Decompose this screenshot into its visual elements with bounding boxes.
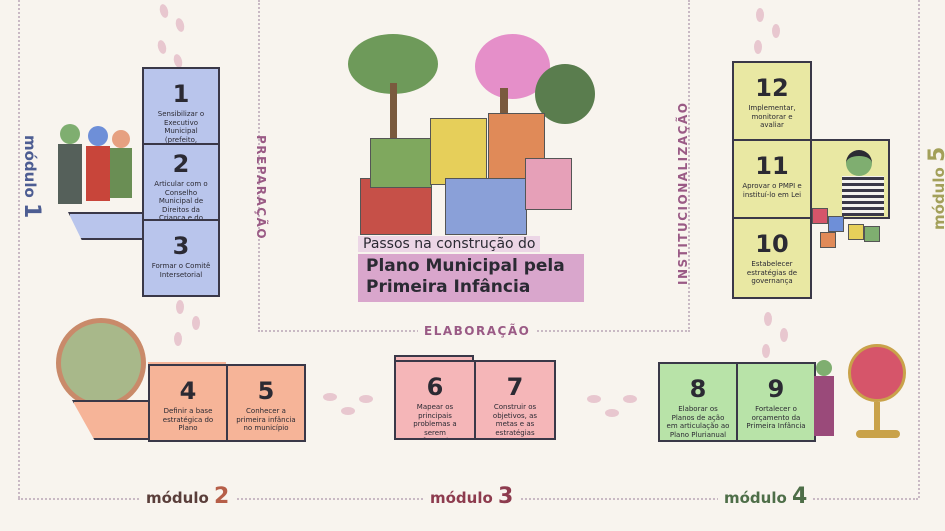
block-icon bbox=[812, 208, 828, 224]
footprint-icon bbox=[756, 8, 764, 22]
magnifier-illustration bbox=[56, 318, 146, 408]
globe-icon bbox=[848, 344, 906, 402]
footprint-icon bbox=[192, 316, 200, 330]
step-2-text: Articular com o Conselho Municipal de Di… bbox=[154, 180, 208, 221]
module-5-label: módulo 5 bbox=[925, 147, 945, 230]
module-3-label: módulo 3 bbox=[424, 484, 520, 509]
footprint-icon bbox=[359, 395, 373, 403]
step-7-text: Construir os objetivos, as metas e as es… bbox=[492, 403, 538, 437]
step-7-box: 7 Construir os objetivos, as metas e as … bbox=[474, 360, 556, 440]
step-8-box: 8 Elaborar os Planos de ação em articula… bbox=[658, 362, 738, 442]
child-figure bbox=[816, 360, 832, 376]
footprint-icon bbox=[605, 409, 619, 417]
footprint-icon bbox=[156, 39, 168, 55]
step-2-box: 2 Articular com o Conselho Municipal de … bbox=[142, 143, 220, 221]
child-figure bbox=[60, 124, 80, 144]
step-5-box: 5 Conhecer a primeira infância no municí… bbox=[226, 364, 306, 442]
footprint-icon bbox=[762, 344, 770, 358]
module-2-flap bbox=[72, 400, 152, 440]
footprint-icon bbox=[174, 17, 186, 33]
box-yellow bbox=[430, 118, 487, 185]
step-12-text: Implementar, monitorar e avaliar bbox=[748, 104, 796, 129]
frame-left-line bbox=[18, 0, 20, 498]
step-1-text: Sensibilizar o Executivo Municipal (pref… bbox=[157, 110, 205, 144]
footprint-icon bbox=[158, 3, 170, 19]
step-6-box: 6 Mapear os principais problemas a serem… bbox=[394, 360, 476, 440]
step-10-text: Estabelecer estratégias de governança bbox=[746, 260, 798, 285]
step-12-number: 12 bbox=[755, 74, 789, 102]
step-5-text: Conhecer a primeira infância no municípi… bbox=[236, 407, 296, 432]
block-icon bbox=[848, 224, 864, 240]
step-10-box: 10 Estabelecer estratégias de governança bbox=[732, 217, 812, 299]
box-blue bbox=[445, 178, 527, 235]
module-1-flap bbox=[68, 212, 144, 240]
title-band: Plano Municipal pela Primeira Infância bbox=[358, 254, 584, 302]
title-line-2: Plano Municipal pela bbox=[366, 256, 565, 276]
block-icon bbox=[828, 216, 844, 232]
step-11-box: 11 Aprovar o PMPI e instituí-lo em Lei bbox=[732, 139, 812, 219]
step-4-number: 4 bbox=[179, 377, 197, 405]
step-6-text: Mapear os principais problemas a serem e… bbox=[413, 403, 457, 438]
blocks-illustration bbox=[808, 146, 894, 258]
step-9-box: 9 Fortalecer o orçamento da Primeira Inf… bbox=[736, 362, 816, 442]
block-icon bbox=[864, 226, 880, 242]
box-green bbox=[370, 138, 432, 188]
step-9-number: 9 bbox=[767, 375, 785, 403]
globe-illustration bbox=[812, 338, 922, 448]
phase-elaboracao-label: ELABORAÇÃO bbox=[418, 324, 537, 338]
step-4-text: Definir a base estratégica do Plano bbox=[162, 407, 214, 432]
child-figure bbox=[112, 130, 130, 148]
step-11-text: Aprovar o PMPI e instituí-lo em Lei bbox=[742, 182, 802, 199]
title-line-3: Primeira Infância bbox=[366, 277, 531, 297]
module-1-label: módulo 1 bbox=[19, 135, 44, 219]
footprint-icon bbox=[754, 40, 762, 54]
footprint-icon bbox=[176, 300, 184, 314]
tree-trunk bbox=[390, 83, 397, 143]
step-1-box: 1 Sensibilizar o Executivo Municipal (pr… bbox=[142, 67, 220, 145]
step-4-box: 4 Definir a base estratégica do Plano bbox=[148, 364, 228, 442]
step-3-text: Formar o Comitê Intersetorial bbox=[151, 262, 211, 279]
central-illustration bbox=[340, 28, 595, 243]
step-12-box: 12 Implementar, monitorar e avaliar bbox=[732, 61, 812, 141]
footprint-icon bbox=[772, 24, 780, 38]
children-illustration bbox=[52, 120, 142, 215]
title-block: Passos na construção do Plano Municipal … bbox=[358, 233, 584, 302]
step-1-number: 1 bbox=[172, 80, 190, 108]
module-2-label: módulo 2 bbox=[140, 484, 236, 509]
step-11-number: 11 bbox=[755, 152, 789, 180]
block-icon bbox=[820, 232, 836, 248]
footprint-icon bbox=[174, 332, 182, 346]
footprint-icon bbox=[587, 395, 601, 403]
tree-green-right bbox=[535, 64, 595, 124]
step-6-number: 6 bbox=[426, 373, 444, 401]
footprint-icon bbox=[341, 407, 355, 415]
step-9-text: Fortalecer o orçamento da Primeira Infân… bbox=[746, 405, 806, 430]
step-8-text: Elaborar os Planos de ação em articulaçã… bbox=[666, 405, 730, 439]
footprint-icon bbox=[780, 328, 788, 342]
module-4-label: módulo 4 bbox=[718, 484, 814, 509]
child-figure bbox=[846, 150, 872, 176]
child-figure bbox=[88, 126, 108, 146]
footprint-icon bbox=[323, 393, 337, 401]
step-10-number: 10 bbox=[755, 230, 789, 258]
step-5-number: 5 bbox=[257, 377, 275, 405]
phase-institucionalizacao-label: INSTITUCIONALIZAÇÃO bbox=[676, 101, 690, 285]
step-2-number: 2 bbox=[172, 150, 190, 178]
footprint-icon bbox=[623, 395, 637, 403]
step-8-number: 8 bbox=[689, 375, 707, 403]
step-3-number: 3 bbox=[172, 232, 190, 260]
step-3-box: 3 Formar o Comitê Intersetorial bbox=[142, 219, 220, 297]
title-line-1: Passos na construção do bbox=[358, 236, 541, 252]
phase-preparacao-label: PREPARAÇÃO bbox=[254, 135, 268, 241]
frame-right-line bbox=[918, 0, 920, 498]
box-pink bbox=[525, 158, 572, 210]
step-7-number: 7 bbox=[506, 373, 524, 401]
footprint-icon bbox=[764, 312, 772, 326]
